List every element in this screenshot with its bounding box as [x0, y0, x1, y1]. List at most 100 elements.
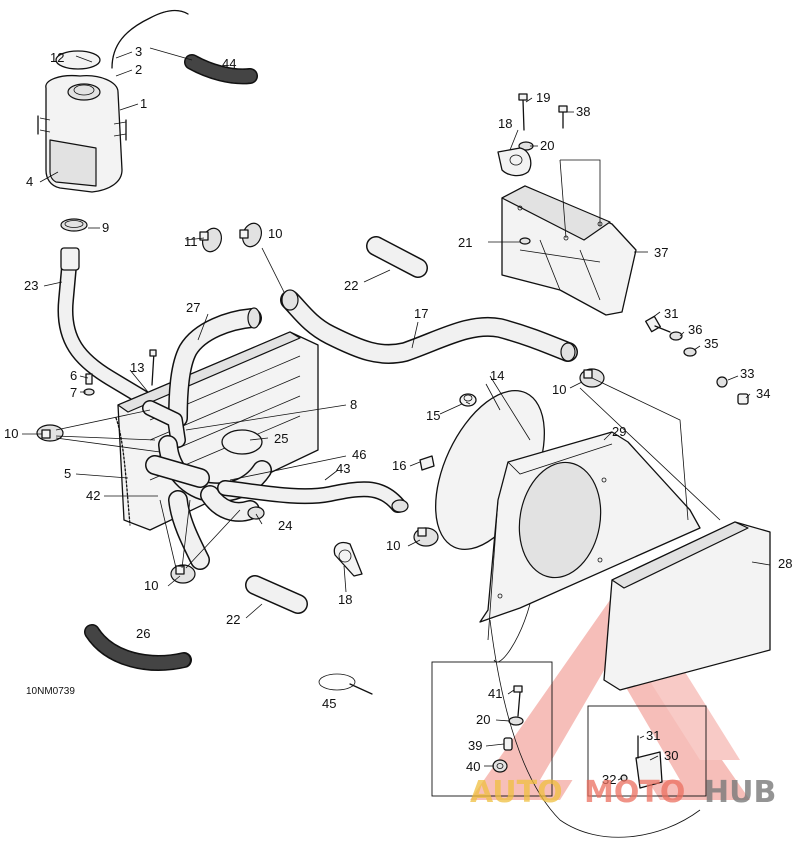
callout-23: 23 [24, 278, 38, 293]
callout-24: 24 [278, 518, 292, 533]
callout-18-top: 18 [498, 116, 512, 131]
screw-6 [85, 373, 93, 385]
callout-42: 42 [86, 488, 100, 503]
cable-tie-45 [318, 673, 373, 695]
callout-27: 27 [186, 300, 200, 315]
bolt-31 [645, 315, 671, 333]
spacer-15 [459, 393, 477, 407]
callout-9: 9 [102, 220, 109, 235]
callout-28: 28 [778, 556, 792, 571]
callout-46: 46 [352, 447, 366, 462]
leader-lines [22, 47, 771, 781]
watermark-auto: AUTO [470, 775, 563, 810]
p-clamp-18-bottom [333, 541, 363, 577]
callout-22-top: 22 [344, 278, 358, 293]
callout-44: 44 [222, 56, 236, 71]
callout-45: 45 [322, 696, 336, 711]
hose-8 [142, 400, 186, 448]
hose-17 [280, 289, 578, 364]
drawing-code: 10NM0739 [26, 686, 75, 697]
bolt-19 [518, 93, 528, 131]
callout-40: 40 [466, 759, 480, 774]
washer-35 [683, 347, 697, 357]
callout-10-bottom: 10 [144, 578, 158, 593]
callout-26: 26 [136, 626, 150, 641]
callout-38: 38 [576, 104, 590, 119]
fan-shroud-29 [479, 431, 701, 623]
callout-10-top: 10 [268, 226, 282, 241]
callout-5: 5 [64, 466, 71, 481]
callout-1: 1 [140, 96, 147, 111]
watermark-text: AUTO MOTO HUB [470, 775, 776, 810]
hose-clamp-24 [247, 506, 265, 520]
reservoir-cap [55, 50, 101, 70]
callout-14: 14 [490, 368, 504, 383]
watermark-hub: HUB [704, 775, 776, 810]
hose-clamp-11 [199, 227, 223, 253]
callout-22-bottom: 22 [226, 612, 240, 627]
radiator-5 [115, 331, 319, 531]
callout-25: 25 [274, 431, 288, 446]
radiator-28 [603, 521, 771, 691]
callout-20-bottom: 20 [476, 712, 490, 727]
callout-32: 32 [602, 772, 616, 787]
hose-clamp-10-left [36, 424, 64, 442]
hose-43 [217, 480, 409, 513]
callout-21: 21 [458, 235, 472, 250]
callout-31-inset: 31 [646, 728, 660, 743]
bolt-13 [149, 349, 157, 386]
callout-39: 39 [468, 738, 482, 753]
callout-31-right: 31 [664, 306, 678, 321]
callout-4: 4 [26, 174, 33, 189]
callout-labels: 1 2 3 4 5 6 7 8 9 10 10 10 10 10 11 12 1… [4, 44, 792, 787]
hose-clamp-9 [60, 218, 88, 232]
callout-35: 35 [704, 336, 718, 351]
corrugated-tube-44 [184, 54, 258, 85]
callout-8: 8 [350, 397, 357, 412]
callout-17: 17 [414, 306, 428, 321]
callout-2: 2 [135, 62, 142, 77]
coolant-reservoir [37, 50, 127, 193]
callout-13: 13 [130, 360, 144, 375]
callout-18-bottom: 18 [338, 592, 352, 607]
callout-15: 15 [426, 408, 440, 423]
hose-clamp-10-top [239, 222, 263, 248]
callout-41: 41 [488, 686, 502, 701]
hose-27 [168, 307, 262, 428]
callout-36: 36 [688, 322, 702, 337]
bracket-37 [501, 185, 637, 316]
callout-3: 3 [135, 44, 142, 59]
p-clamp-18-top [497, 147, 532, 177]
nut-33 [716, 376, 728, 388]
callout-12: 12 [50, 50, 64, 65]
grommet-16 [419, 455, 435, 471]
spacer-34 [737, 393, 749, 405]
callout-20-top: 20 [540, 138, 554, 153]
hose-clamp-10-center [413, 527, 439, 547]
callout-7: 7 [70, 385, 77, 400]
hose-piece-22-top [366, 236, 428, 278]
corrugated-tube-26 [84, 624, 192, 671]
y-pipe-25-42 [145, 429, 272, 570]
detail-inset-left [431, 661, 553, 797]
callout-34: 34 [756, 386, 770, 401]
hose-piece-22-bottom [245, 575, 308, 614]
hose-23 [57, 247, 158, 410]
callout-30: 30 [664, 748, 678, 763]
callout-10-mid: 10 [552, 382, 566, 397]
callout-43: 43 [336, 461, 350, 476]
bolt-38 [558, 105, 568, 129]
callout-29: 29 [612, 424, 626, 439]
callout-37: 37 [654, 245, 668, 260]
detail-inset-right [587, 705, 707, 797]
callout-10-left: 10 [4, 426, 18, 441]
callout-10-center: 10 [386, 538, 400, 553]
callout-6: 6 [70, 368, 77, 383]
callout-19: 19 [536, 90, 550, 105]
callout-33: 33 [740, 366, 754, 381]
watermark-moto: MOTO [584, 775, 685, 810]
washer-36 [669, 331, 683, 341]
callout-16: 16 [392, 458, 406, 473]
